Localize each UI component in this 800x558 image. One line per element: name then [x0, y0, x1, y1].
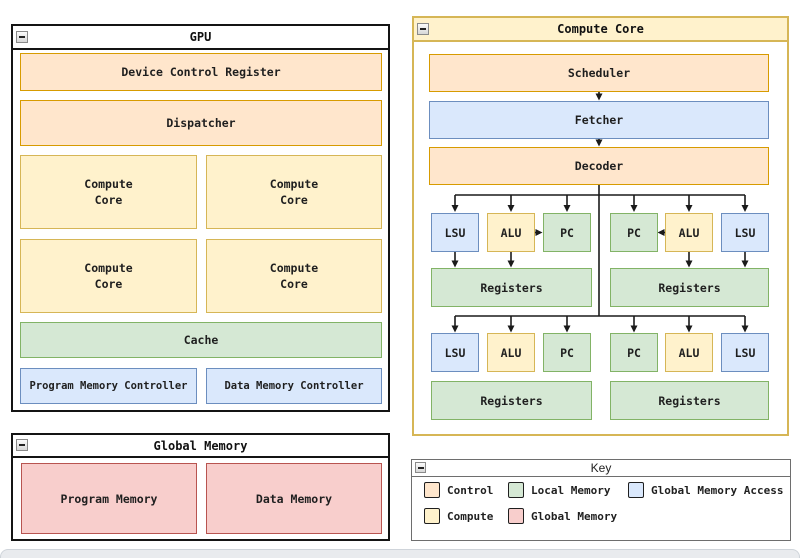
box-compute-core-3: Compute Core: [20, 239, 197, 313]
box-registers: Registers: [431, 268, 592, 307]
box-data-memory-controller: Data Memory Controller: [206, 368, 382, 404]
box-compute-core-2: Compute Core: [206, 155, 382, 229]
box-registers: Registers: [610, 268, 769, 307]
box-cache: Cache: [20, 322, 382, 358]
global-memory-titlebar: Global Memory: [11, 433, 390, 458]
gpu-titlebar: GPU: [11, 24, 390, 50]
key-label: Global Memory: [531, 509, 618, 523]
collapse-icon: [417, 466, 424, 469]
box-registers: Registers: [431, 381, 592, 420]
box-scheduler: Scheduler: [429, 54, 769, 92]
key-swatch-global-memory: [508, 508, 524, 524]
box-fetcher: Fetcher: [429, 101, 769, 139]
key-item-local-memory: Local Memory: [508, 482, 610, 498]
unit-lsu: LSU: [431, 213, 479, 252]
compute-core-collapse-button[interactable]: [417, 23, 429, 35]
key-label: Global Memory Access: [651, 483, 784, 497]
collapse-icon: [420, 28, 426, 30]
unit-alu: ALU: [665, 213, 713, 252]
key-swatch-control: [424, 482, 440, 498]
gpu-title: GPU: [189, 30, 212, 44]
key-label: Control: [447, 483, 494, 497]
global-memory-title: Global Memory: [153, 438, 248, 453]
box-program-memory: Program Memory: [21, 463, 197, 534]
background-window-edge: [0, 549, 800, 558]
collapse-icon: [19, 444, 25, 446]
unit-alu: ALU: [665, 333, 713, 372]
key-item-global-memory: Global Memory: [508, 508, 617, 524]
key-swatch-global-memory-access: [628, 482, 644, 498]
key-swatch-local-memory: [508, 482, 524, 498]
key-swatch-compute: [424, 508, 440, 524]
unit-pc: PC: [543, 213, 591, 252]
box-registers: Registers: [610, 381, 769, 420]
box-dispatcher: Dispatcher: [20, 100, 382, 146]
key-label: Compute: [447, 509, 494, 523]
unit-lsu: LSU: [721, 333, 769, 372]
unit-lsu: LSU: [431, 333, 479, 372]
box-compute-core-1: Compute Core: [20, 155, 197, 229]
key-item-compute: Compute: [424, 508, 493, 524]
box-compute-core-4: Compute Core: [206, 239, 382, 313]
compute-core-title: Compute Core: [557, 22, 644, 36]
unit-pc: PC: [610, 213, 658, 252]
key-item-control: Control: [424, 482, 493, 498]
collapse-icon: [19, 36, 25, 38]
box-data-memory: Data Memory: [206, 463, 382, 534]
connector-arrows: [451, 91, 749, 333]
key-label: Local Memory: [531, 483, 611, 497]
key-item-global-memory-access: Global Memory Access: [628, 482, 783, 498]
unit-lsu: LSU: [721, 213, 769, 252]
box-device-control-register: Device Control Register: [20, 53, 382, 91]
box-decoder: Decoder: [429, 147, 769, 185]
key-titlebar: Key: [411, 459, 791, 477]
key-title: Key: [590, 461, 612, 475]
unit-alu: ALU: [487, 333, 535, 372]
unit-pc: PC: [543, 333, 591, 372]
box-program-memory-controller: Program Memory Controller: [20, 368, 197, 404]
gpu-collapse-button[interactable]: [16, 31, 28, 43]
unit-alu: ALU: [487, 213, 535, 252]
compute-core-titlebar: Compute Core: [412, 16, 789, 42]
key-collapse-button[interactable]: [415, 462, 426, 473]
global-memory-collapse-button[interactable]: [16, 439, 28, 451]
unit-pc: PC: [610, 333, 658, 372]
